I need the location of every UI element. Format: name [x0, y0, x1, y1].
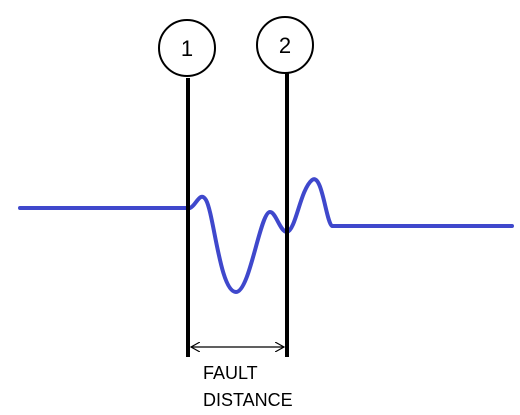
- marker-label-2: 2: [279, 33, 291, 58]
- marker-circle-1: [158, 19, 216, 77]
- marker-circle-2: [256, 16, 314, 74]
- waveform-trace: [18, 177, 514, 294]
- marker-label-1: 1: [181, 36, 193, 61]
- fault-label: FAULT: [203, 363, 258, 383]
- distance-label: DISTANCE: [203, 390, 293, 410]
